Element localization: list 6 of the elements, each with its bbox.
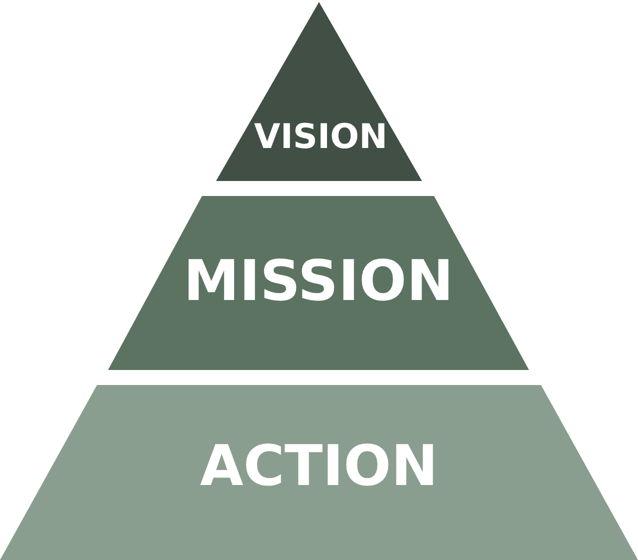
pyramid-middle-tier — [108, 196, 529, 370]
pyramid-top-tier — [216, 2, 422, 181]
tier-label: MISSION — [182, 254, 455, 310]
tier-label: VISION — [254, 120, 384, 154]
tier-label: ACTION — [199, 439, 439, 495]
pyramid-bottom-tier — [0, 385, 638, 560]
